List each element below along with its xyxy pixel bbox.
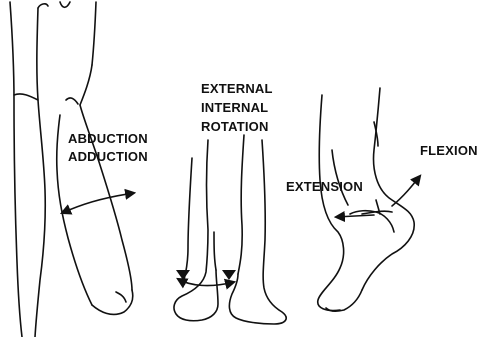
label-extension: EXTENSION: [286, 179, 363, 195]
figure-abduction-legs: [10, 2, 134, 337]
label-abduction: ABDUCTION: [68, 131, 148, 147]
label-rotation: ROTATION: [201, 119, 269, 135]
label-external: EXTERNAL: [201, 81, 273, 97]
label-flexion: FLEXION: [420, 143, 478, 159]
label-adduction: ADDUCTION: [68, 149, 148, 165]
label-internal: INTERNAL: [201, 100, 268, 116]
figure-flexion-leg: [318, 88, 420, 311]
figure-rotation-legs: [174, 135, 286, 324]
